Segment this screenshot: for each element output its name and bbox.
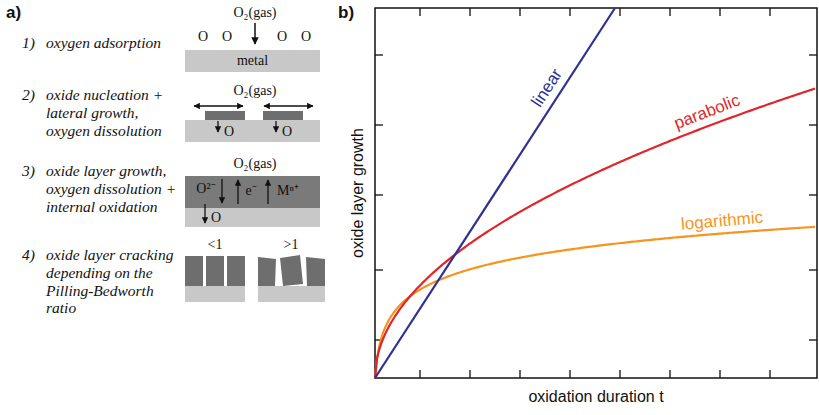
oxide-piece xyxy=(306,257,325,286)
growth-curves xyxy=(375,8,815,378)
oxide-piece xyxy=(258,257,276,286)
step-text: oxide nucleation + lateral growth, oxyge… xyxy=(46,86,186,139)
tick xyxy=(669,8,670,16)
oxygen-atom: O xyxy=(277,29,287,45)
metal-slab xyxy=(185,120,320,142)
step-number: 2) xyxy=(22,86,35,104)
axis-title: oxidation duration t xyxy=(528,388,663,406)
tick xyxy=(419,370,420,378)
dissolution-arrow xyxy=(217,121,218,132)
axis-ticks xyxy=(375,8,817,378)
ion-label: Mⁿ⁺ xyxy=(277,183,299,199)
tick xyxy=(809,339,817,340)
tick xyxy=(519,8,520,16)
oxide-piece xyxy=(185,256,203,286)
tick xyxy=(469,370,470,378)
tick xyxy=(375,194,383,195)
tick xyxy=(469,8,470,16)
panel-letter: b) xyxy=(338,3,354,23)
tick xyxy=(419,8,420,16)
gas-label: O₂(gas) xyxy=(234,156,277,172)
tick xyxy=(769,8,770,16)
oxide-piece xyxy=(227,256,245,286)
ratio-label: >1 xyxy=(284,237,299,253)
gas-label: O₂(gas) xyxy=(234,83,277,99)
oxygen-atom: O xyxy=(222,29,232,45)
tick xyxy=(719,370,720,378)
oxygen-atom: O xyxy=(282,124,292,140)
ratio-label: <1 xyxy=(208,237,223,253)
step-number: 4) xyxy=(22,246,35,264)
oxide-nucleus xyxy=(205,111,245,120)
axis-title: oxide layer growth xyxy=(349,128,367,258)
oxygen-atom: O xyxy=(224,124,234,140)
linear-curve xyxy=(375,8,615,378)
curve-label: linear xyxy=(527,65,566,111)
tick xyxy=(619,8,620,16)
step-text: oxide layer growth, oxygen dissolution +… xyxy=(46,162,186,215)
metal-slab: metal xyxy=(185,50,320,72)
lateral-growth-arrow xyxy=(194,105,243,106)
tick xyxy=(809,54,817,55)
dissolution-arrow xyxy=(275,121,276,132)
oxygen-atom: O xyxy=(211,210,221,226)
ion-label: O²⁻ xyxy=(196,181,215,197)
metal-slab xyxy=(258,286,325,302)
tick xyxy=(569,370,570,378)
tick xyxy=(375,269,383,270)
ion-arrow xyxy=(267,180,268,204)
gas-label: O₂(gas) xyxy=(234,5,277,21)
tick xyxy=(619,370,620,378)
oxygen-atom: O xyxy=(198,29,208,45)
step-number: 1) xyxy=(22,34,35,52)
tick xyxy=(375,54,383,55)
electron-label: e⁻ xyxy=(245,183,256,199)
tick xyxy=(519,370,520,378)
tick xyxy=(809,124,817,125)
oxygen-arrow xyxy=(254,23,256,44)
parabolic-curve xyxy=(375,89,815,378)
step-number: 3) xyxy=(22,162,35,180)
oxide-piece xyxy=(206,256,224,286)
oxygen-atom: O xyxy=(301,29,311,45)
ion-arrow xyxy=(221,179,222,203)
metal-slab xyxy=(185,286,245,302)
step-text: oxygen adsorption xyxy=(46,34,186,52)
electron-arrow xyxy=(237,180,238,204)
tick xyxy=(569,8,570,16)
oxide-layer xyxy=(185,176,320,208)
lateral-growth-arrow xyxy=(264,105,313,106)
tick xyxy=(769,370,770,378)
step-text: oxide layer cracking depending on the Pi… xyxy=(46,246,186,317)
dissolution-arrow xyxy=(204,204,205,223)
oxide-nucleus xyxy=(263,111,303,120)
plot-frame xyxy=(375,8,817,378)
tick xyxy=(375,124,383,125)
tick xyxy=(719,8,720,16)
oxide-piece xyxy=(280,255,303,286)
panel-letter: a) xyxy=(6,3,21,23)
material-label: metal xyxy=(237,53,268,69)
tick xyxy=(809,269,817,270)
tick xyxy=(809,194,817,195)
tick xyxy=(669,370,670,378)
logarithmic-curve xyxy=(375,227,815,378)
